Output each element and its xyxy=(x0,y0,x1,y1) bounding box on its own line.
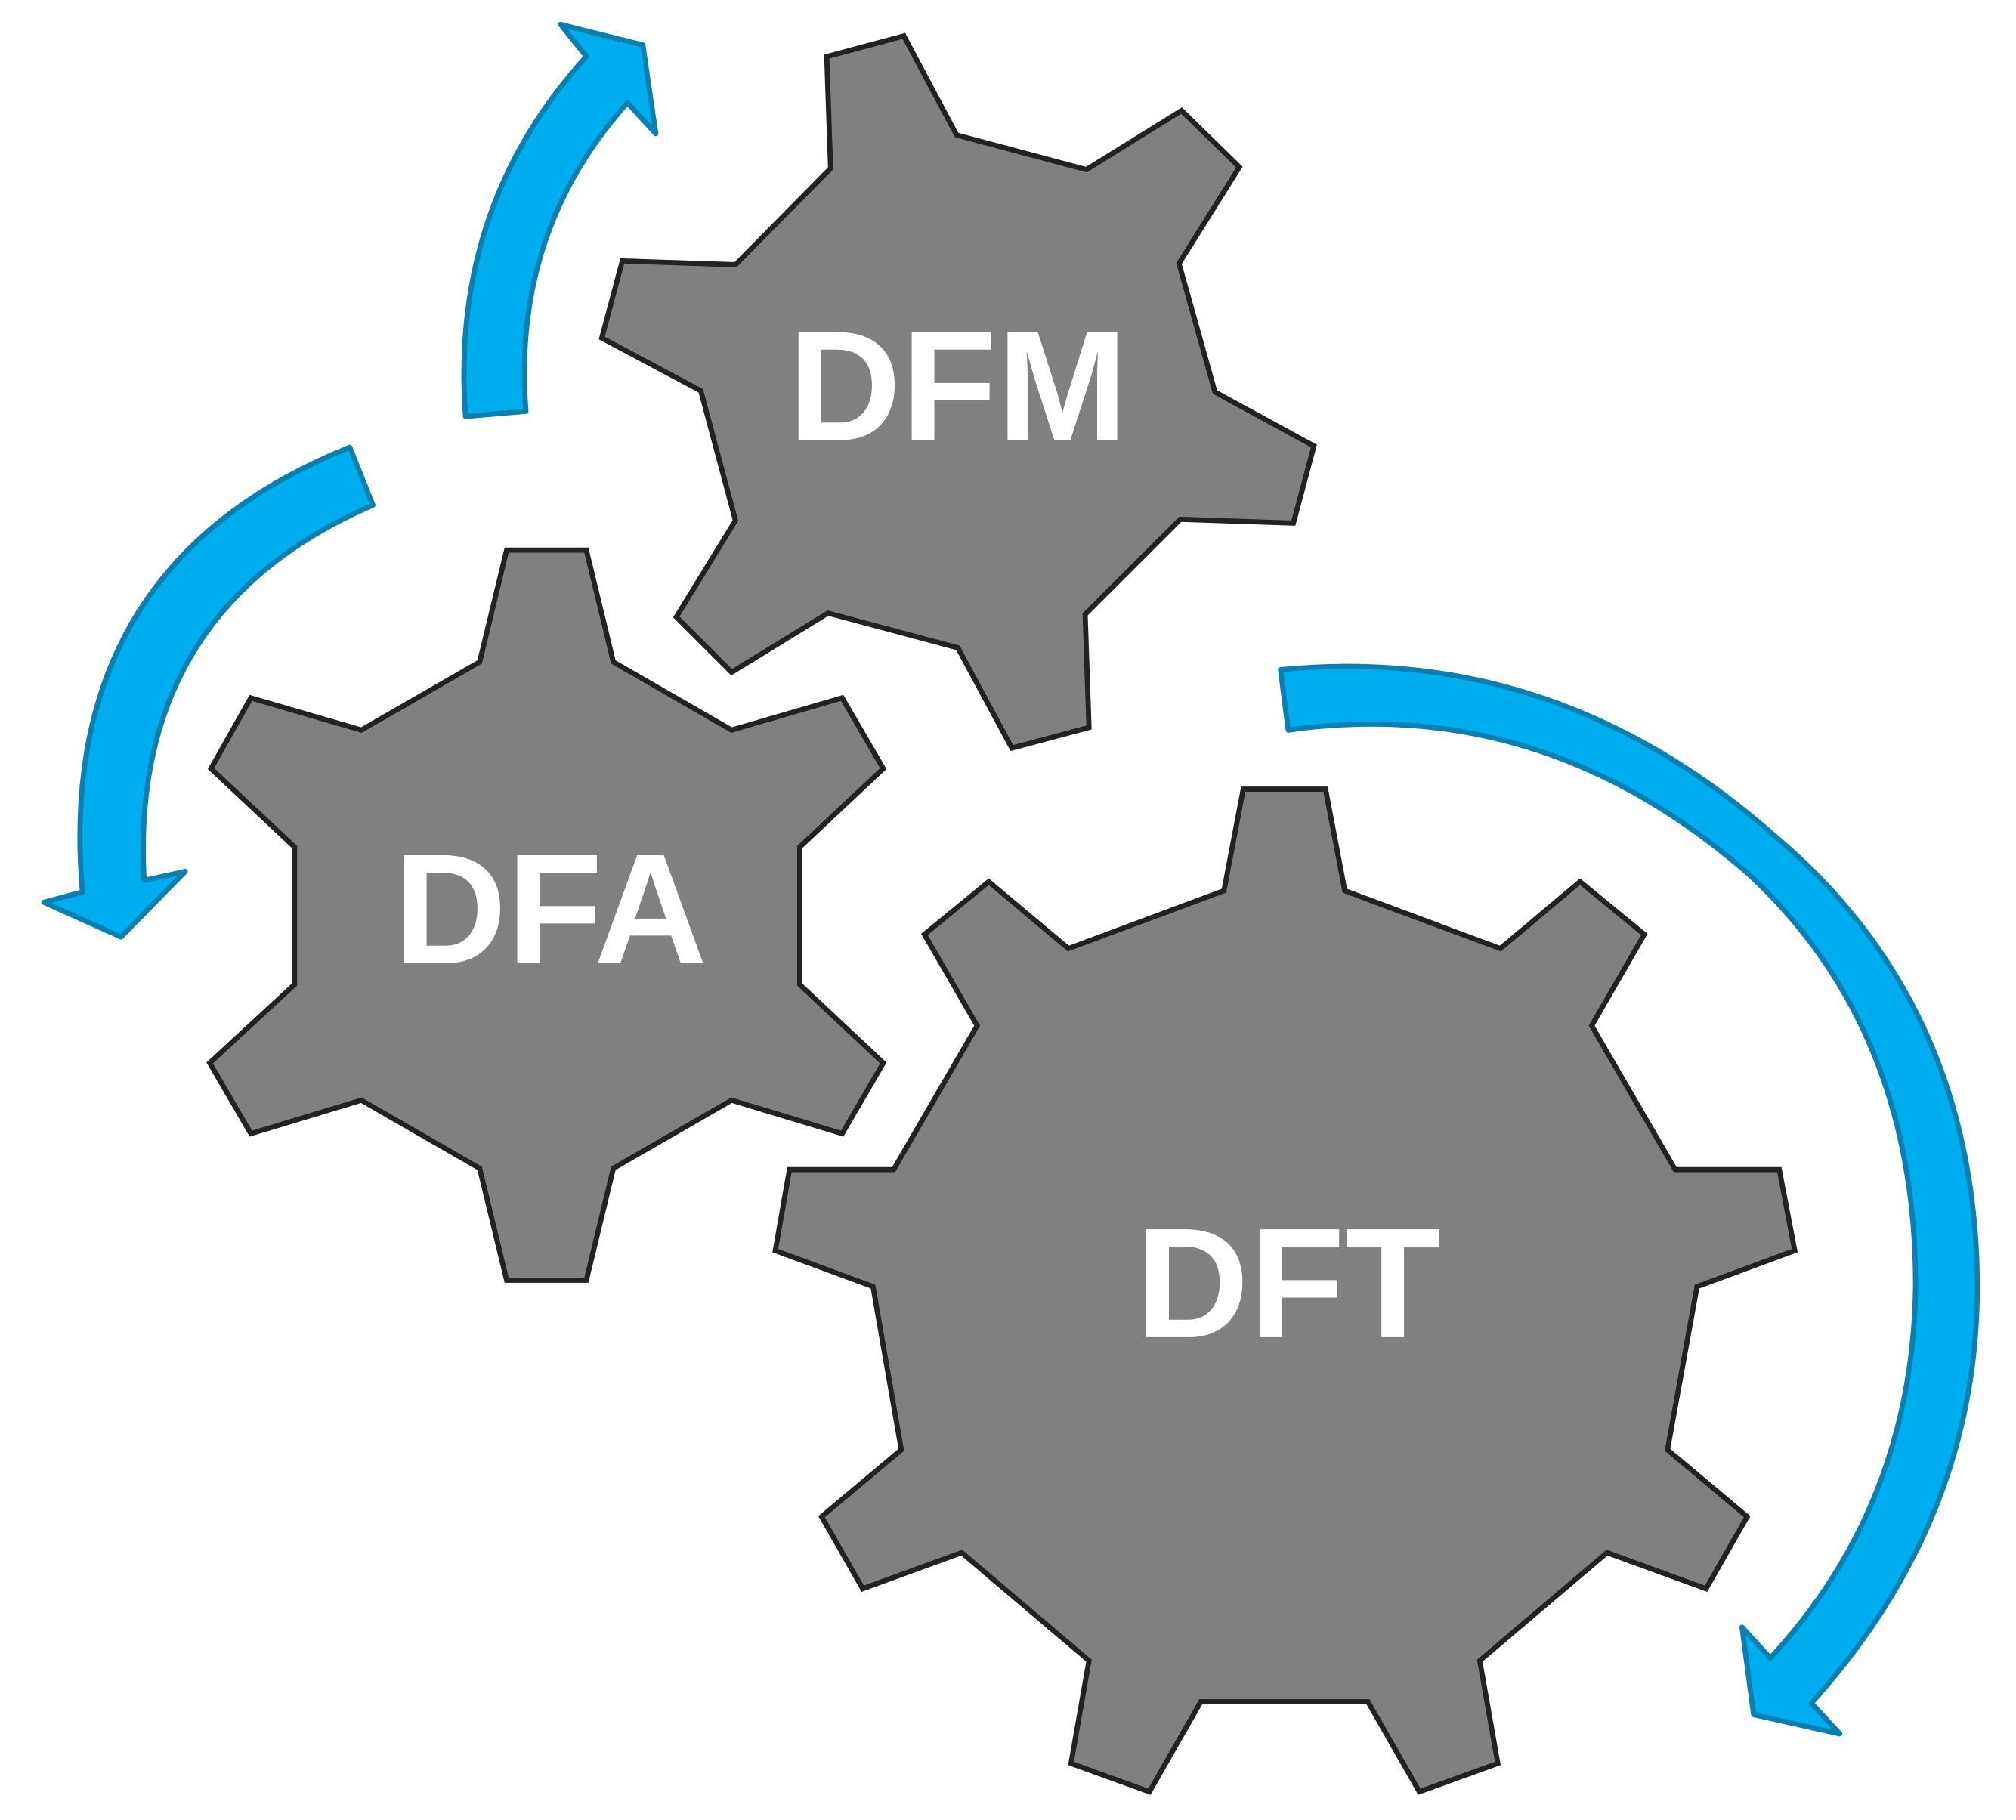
gear-dft-shape xyxy=(772,786,1798,1795)
gear-dft: DFT xyxy=(772,786,1798,1795)
gear-dfa-label: DFA xyxy=(394,821,707,997)
gear-dfm: DFM xyxy=(598,32,1317,752)
gear-dft-label: DFT xyxy=(1136,1195,1440,1370)
cycle-arrow-left xyxy=(41,444,376,940)
gear-dfm-shape xyxy=(598,32,1317,752)
gear-dfa-shape xyxy=(206,547,887,1283)
gear-dfm-label: DFM xyxy=(788,298,1128,473)
cycle-arrow-top xyxy=(461,21,659,419)
cycle-arrow-right xyxy=(1278,663,1980,1737)
gear-dfa: DFA xyxy=(206,547,887,1283)
